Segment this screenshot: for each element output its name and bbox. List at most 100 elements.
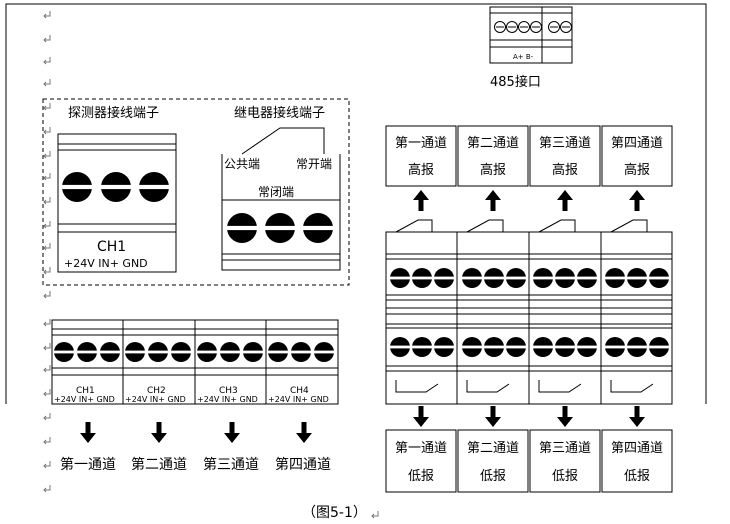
rs485-screw-5 bbox=[548, 21, 560, 33]
rs485-screw-1 bbox=[494, 21, 506, 33]
alarm-arrows bbox=[413, 190, 645, 427]
low-alarm-channel-2: 第二通道 bbox=[467, 441, 519, 456]
rs485-screw-2 bbox=[506, 21, 518, 33]
high-alarm-arrow-4 bbox=[629, 190, 645, 211]
high-alarm-channel-4: 第四通道 bbox=[611, 136, 663, 151]
module-bottom-screw-1 bbox=[390, 337, 410, 357]
module-bottom-screw-6 bbox=[506, 337, 526, 357]
detector-pin-labels: +24V IN+ GND bbox=[64, 257, 148, 270]
low-alarm-state-4: 低报 bbox=[624, 469, 650, 484]
strip-ch3-pins: +24V IN+ GND bbox=[197, 395, 258, 404]
module-low-switch-1 bbox=[395, 380, 439, 393]
strip-ch2-label: CH2 bbox=[147, 386, 166, 396]
strip-arrow-4 bbox=[296, 422, 312, 443]
strip-screw-1 bbox=[54, 342, 74, 362]
strip-output-ch2: 第二通道 bbox=[131, 456, 187, 473]
module-top-screw-10 bbox=[605, 268, 625, 288]
outer-frame bbox=[5, 3, 707, 404]
relay-normally-open-label: 常开端 bbox=[296, 157, 332, 171]
strip-screw-7 bbox=[197, 342, 217, 362]
channel-terminal-strip bbox=[51, 319, 339, 405]
module-bottom-screw-12 bbox=[649, 337, 669, 357]
module-bottom-screw-4 bbox=[462, 337, 482, 357]
strip-screw-5 bbox=[148, 342, 168, 362]
high-alarm-arrow-3 bbox=[557, 190, 573, 211]
high-alarm-box-1 bbox=[385, 125, 457, 187]
high-alarm-channel-1: 第一通道 bbox=[395, 136, 447, 151]
high-alarm-state-1: 高报 bbox=[408, 162, 434, 178]
strip-screw-10 bbox=[268, 342, 288, 362]
low-alarm-arrow-3 bbox=[557, 406, 573, 427]
strip-screw-11 bbox=[291, 342, 311, 362]
module-bottom-screw-11 bbox=[627, 337, 647, 357]
high-alarm-box-2 bbox=[457, 125, 529, 187]
low-alarm-box-1 bbox=[385, 429, 457, 493]
module-top-screw-2 bbox=[412, 268, 432, 288]
strip-ch3-label: CH3 bbox=[219, 386, 238, 396]
figure-caption: （图5-1） bbox=[302, 505, 367, 521]
detector-screw-2 bbox=[101, 172, 131, 202]
module-top-screw-5 bbox=[484, 268, 504, 288]
strip-screw-3 bbox=[100, 342, 120, 362]
low-alarm-box-4 bbox=[601, 429, 673, 493]
strip-screw-12 bbox=[314, 342, 334, 362]
low-alarm-box-2 bbox=[457, 429, 529, 493]
strip-screw-4 bbox=[125, 342, 145, 362]
detector-terminal bbox=[57, 133, 177, 273]
strip-screw-8 bbox=[220, 342, 240, 362]
module-high-switch-1 bbox=[395, 219, 433, 233]
strip-ch4-pins: +24V IN+ GND bbox=[268, 395, 329, 404]
low-alarm-channel-3: 第三通道 bbox=[539, 441, 591, 456]
strip-output-ch1: 第一通道 bbox=[60, 456, 116, 473]
strip-output-labels: 第一通道 第二通道 第三通道 第四通道 bbox=[60, 456, 331, 473]
high-alarm-box-4 bbox=[601, 125, 673, 187]
module-bottom-screw-3 bbox=[434, 337, 454, 357]
relay-screw-2 bbox=[265, 213, 295, 243]
paragraph-marks bbox=[43, 11, 379, 519]
module-top-screw-7 bbox=[533, 268, 553, 288]
rs485-pin-label: A+ B- bbox=[513, 53, 534, 61]
detector-screw-3 bbox=[139, 172, 169, 202]
rs485-screw-3 bbox=[518, 21, 530, 33]
high-alarm-state-4: 高报 bbox=[624, 162, 650, 178]
strip-ch1-pins: +24V IN+ GND bbox=[54, 395, 115, 404]
low-alarm-arrow-4 bbox=[629, 406, 645, 427]
low-alarm-arrow-2 bbox=[485, 406, 501, 427]
module-top-screw-6 bbox=[506, 268, 526, 288]
high-alarm-state-3: 高报 bbox=[552, 162, 578, 178]
terminal-group-boundary bbox=[42, 98, 350, 286]
low-alarm-channel-1: 第一通道 bbox=[395, 441, 447, 456]
detector-channel-label: CH1 bbox=[97, 239, 126, 255]
strip-output-arrows bbox=[80, 422, 312, 443]
strip-output-ch3: 第三通道 bbox=[203, 456, 259, 473]
strip-channel-labels: CH1 +24V IN+ GND CH2 +24V IN+ GND CH3 +2… bbox=[54, 386, 329, 404]
relay-common-label: 公共端 bbox=[224, 157, 260, 171]
low-alarm-channel-4: 第四通道 bbox=[611, 441, 663, 456]
relay-screw-3 bbox=[303, 213, 333, 243]
module-top-screw-11 bbox=[627, 268, 647, 288]
rs485-title: 485接口 bbox=[490, 74, 541, 90]
strip-ch4-label: CH4 bbox=[290, 386, 309, 396]
module-bottom-screw-10 bbox=[605, 337, 625, 357]
high-alarm-boxes: 第一通道 高报 第二通道 高报 第三通道 高报 第四通道 高报 bbox=[385, 125, 673, 187]
strip-arrow-1 bbox=[80, 422, 96, 443]
detector-terminal-title: 探测器接线端子 bbox=[68, 105, 159, 121]
strip-arrow-3 bbox=[224, 422, 240, 443]
high-alarm-arrow-2 bbox=[485, 190, 501, 211]
low-alarm-arrow-1 bbox=[413, 406, 429, 427]
module-bottom-screw-9 bbox=[577, 337, 597, 357]
strip-ch1-label: CH1 bbox=[76, 386, 95, 396]
relay-terminal bbox=[221, 127, 341, 271]
module-low-switch-3 bbox=[538, 380, 582, 393]
low-alarm-boxes: 第一通道 低报 第二通道 低报 第三通道 低报 第四通道 低报 bbox=[385, 429, 673, 493]
relay-terminal-title: 继电器接线端子 bbox=[234, 105, 325, 121]
strip-arrow-2 bbox=[151, 422, 167, 443]
module-bottom-screw-7 bbox=[533, 337, 553, 357]
detector-screw-1 bbox=[62, 172, 92, 202]
low-alarm-state-3: 低报 bbox=[552, 469, 578, 484]
module-top-screw-3 bbox=[434, 268, 454, 288]
relay-normally-closed-label: 常闭端 bbox=[258, 185, 294, 199]
rs485-screw-4 bbox=[530, 21, 542, 33]
strip-screw-2 bbox=[77, 342, 97, 362]
module-high-switch-4 bbox=[610, 219, 648, 233]
